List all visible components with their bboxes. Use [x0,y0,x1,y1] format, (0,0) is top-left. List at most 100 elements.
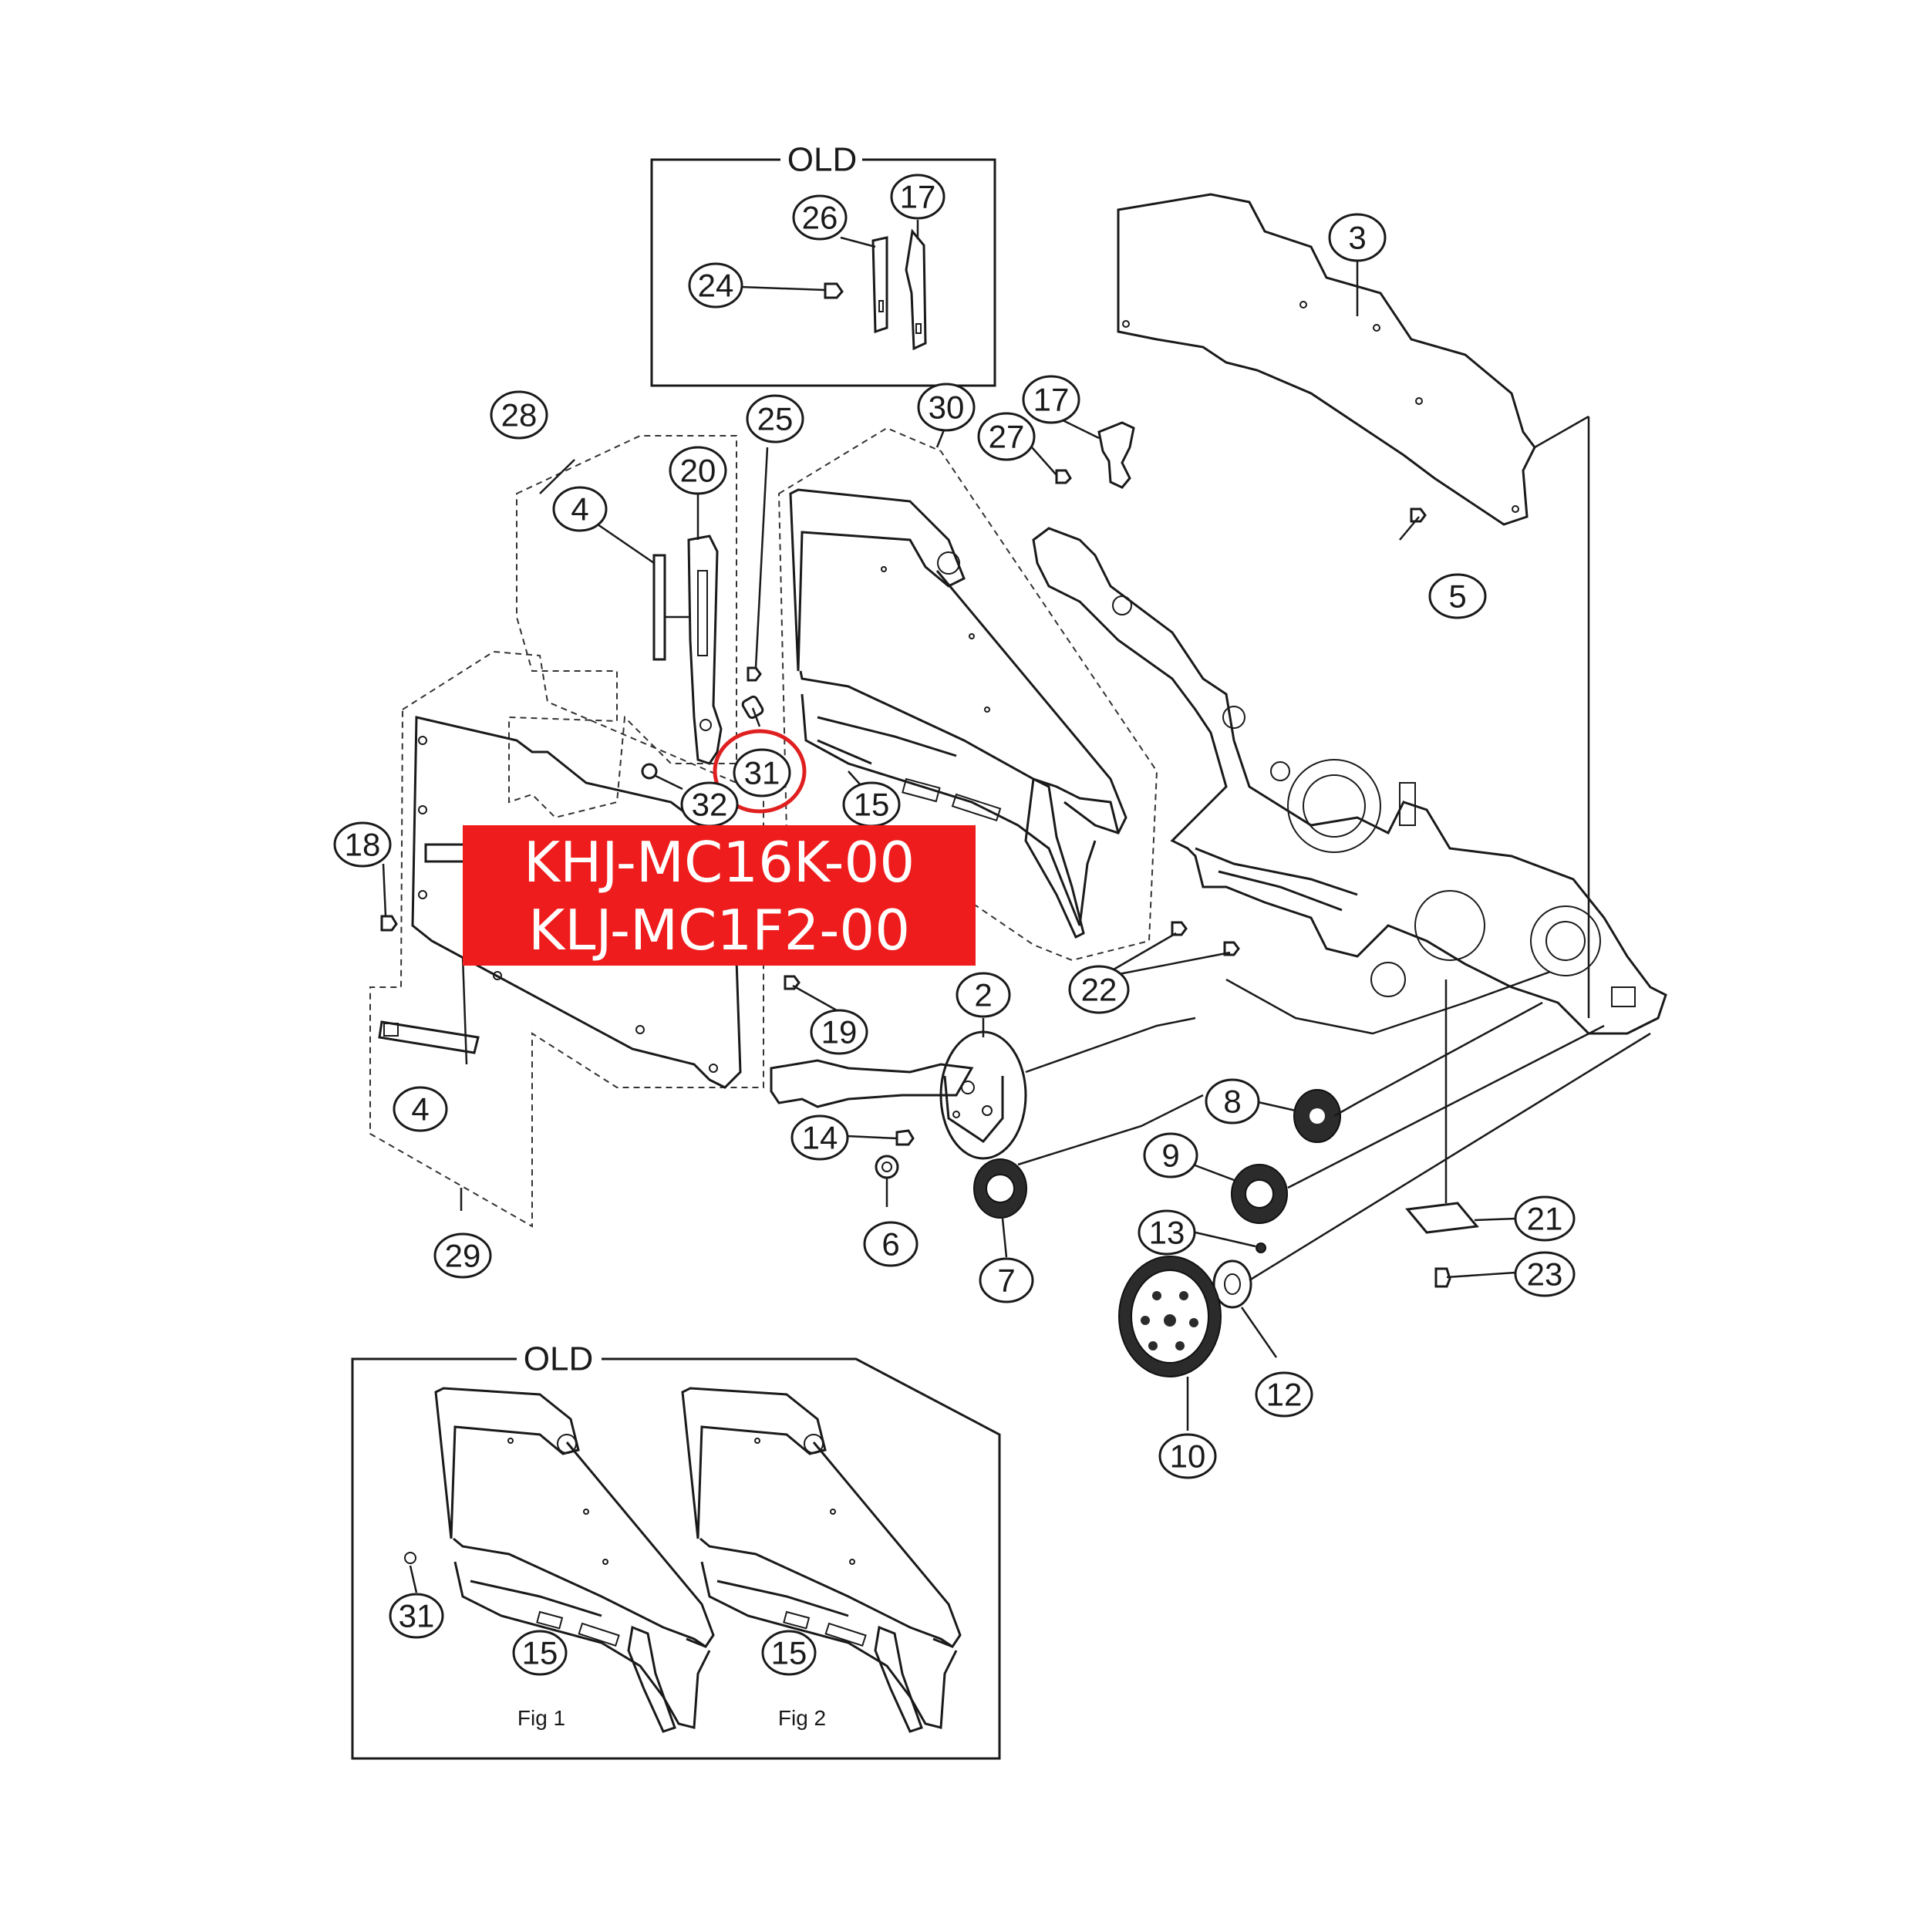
callout-25: 25 [746,394,804,443]
lever-assembly-28 [508,435,737,819]
main-frame [1032,527,1667,1035]
plate-21 [1405,1202,1479,1234]
callout-17: 17 [1022,375,1080,424]
screw-22a [1171,921,1188,936]
old-box-top: OLD [650,141,996,387]
screw-19 [784,975,801,990]
callout-8: 8 [1205,1078,1260,1124]
cover-assembly-29 [369,650,764,1228]
part-number-banner: KHJ-MC16K-00 KLJ-MC1F2-00 [463,825,976,966]
svg-text:17: 17 [1033,382,1070,418]
fig1-label: Fig 1 [517,1706,565,1730]
svg-text:2: 2 [974,977,992,1013]
part-number-line-2: KLJ-MC1F2-00 [528,898,910,963]
screw-27 [1055,469,1072,484]
plate-26 [871,236,888,334]
screw-25 [747,666,762,682]
callout-10: 10 [1158,1433,1217,1479]
old-box-bottom: OLD [351,1340,1001,1760]
callout-4-top: 4 [552,486,608,532]
lever-17 [1097,421,1135,489]
svg-text:28: 28 [501,397,538,433]
washer-12 [1212,1259,1252,1309]
svg-text:26: 26 [802,200,838,236]
small-hardware [380,421,1479,1309]
callout-12: 12 [1255,1371,1313,1418]
pin-13 [1256,1242,1266,1253]
washer-6 [875,1155,899,1179]
callout-7: 7 [979,1257,1034,1303]
svg-text:22: 22 [1081,972,1117,1008]
svg-text:12: 12 [1266,1377,1303,1413]
svg-text:29: 29 [445,1238,481,1274]
callout-4-bottom: 4 [393,1086,448,1132]
callout-28: 28 [490,390,548,440]
svg-text:17: 17 [900,179,936,215]
svg-text:8: 8 [1223,1084,1241,1120]
svg-text:5: 5 [1448,578,1466,615]
callout-2: 2 [956,972,1011,1018]
svg-text:31: 31 [399,1598,435,1634]
callout-31: 31 [733,748,791,797]
leader-lines [382,220,1651,1431]
svg-text:31: 31 [744,755,780,791]
washer-32 [641,763,658,780]
callout-18: 18 [333,821,392,868]
svg-text:6: 6 [881,1226,899,1263]
callout-23: 23 [1514,1251,1576,1297]
fig2-tape-guide [681,1387,962,1733]
svg-text:21: 21 [1527,1201,1563,1237]
highlight-circle-31 [713,729,807,814]
callout-14: 14 [790,1114,849,1161]
svg-text:13: 13 [1149,1215,1185,1251]
svg-text:32: 32 [692,787,728,823]
svg-text:23: 23 [1527,1256,1563,1293]
svg-text:27: 27 [989,419,1025,455]
callout-20: 20 [669,446,727,495]
svg-text:18: 18 [345,827,381,863]
callout-24: 24 [688,262,743,309]
callout-26: 26 [792,194,848,241]
part-number-line-1: KHJ-MC16K-00 [523,830,915,895]
svg-text:10: 10 [1170,1438,1206,1475]
lever-17-old [905,228,927,351]
gears [973,1089,1341,1377]
callout-19: 19 [810,1009,868,1055]
ring-31-fig1 [404,1552,416,1564]
svg-text:15: 15 [854,787,890,823]
screw-24 [824,282,844,299]
screw-14 [895,1129,915,1146]
callout-22: 22 [1068,965,1130,1014]
callout-29: 29 [433,1232,492,1279]
svg-text:4: 4 [571,491,588,528]
callout-9: 9 [1143,1132,1198,1178]
tape-guide-assembly-30 [777,427,1158,962]
callout-15-fig1: 15 [512,1630,568,1676]
svg-text:14: 14 [802,1120,838,1156]
svg-text:15: 15 [771,1635,807,1671]
callout-13: 13 [1138,1209,1196,1256]
callout-27: 27 [977,412,1036,461]
screw-18 [380,915,398,932]
svg-text:15: 15 [522,1635,558,1671]
callout-30: 30 [917,383,976,432]
svg-text:19: 19 [821,1014,858,1050]
svg-text:7: 7 [997,1263,1015,1299]
svg-text:3: 3 [1348,220,1366,256]
callout-3: 3 [1328,213,1387,262]
svg-text:30: 30 [929,389,965,426]
callout-17-old: 17 [890,174,945,220]
callout-31-fig1: 31 [389,1593,444,1639]
callout-5: 5 [1428,573,1487,619]
svg-text:9: 9 [1161,1138,1179,1174]
fig1-tape-guide [404,1387,715,1733]
svg-text:24: 24 [698,268,734,304]
callout-15-fig2: 15 [761,1630,817,1676]
screw-5 [1410,507,1427,523]
callout-6: 6 [863,1221,918,1267]
svg-text:20: 20 [680,453,716,489]
ring-31 [741,695,764,720]
svg-text:25: 25 [757,401,794,437]
cover-plate-3 [1117,193,1536,526]
